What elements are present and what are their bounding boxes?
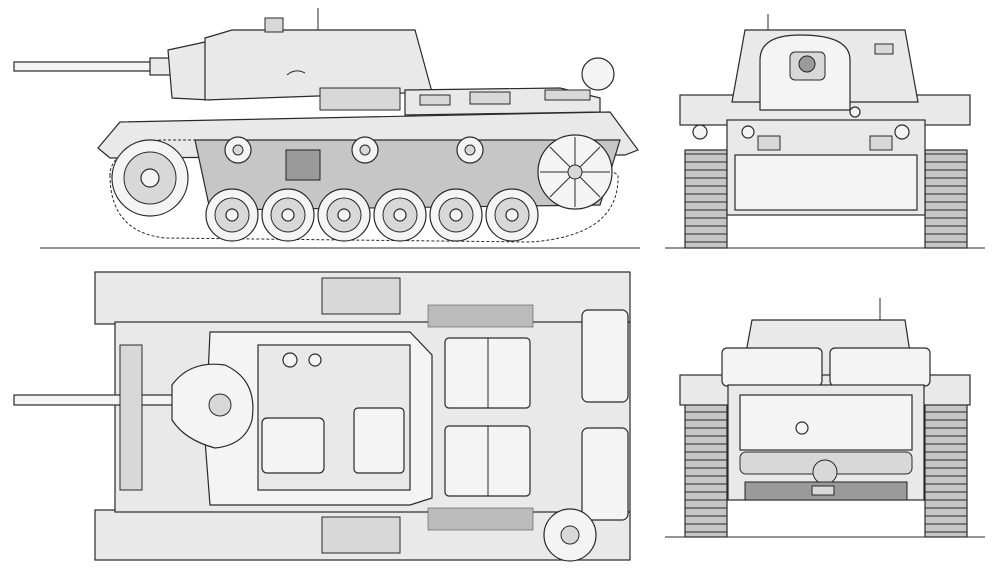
engine-access-plate-rear [739,394,913,451]
tow-hook-left [757,135,781,151]
road-wheel [317,188,371,242]
fuel-drum-right [581,427,629,521]
periscope-top-1 [282,352,298,368]
marker-light-right [849,106,861,118]
headlight-left [692,124,708,140]
tow-hook-right [869,135,893,151]
driver-visor-front [874,43,894,55]
fuel-drum-left [581,309,629,403]
idler-hub [567,164,583,180]
stowage-box-left [321,277,401,315]
blackout-light-left [741,125,755,139]
tool-box-1 [419,94,451,106]
exhaust-side [544,89,591,101]
return-rollers [224,136,484,164]
return-roller [456,136,484,164]
stowage-box-right [321,516,401,554]
glacis-front [734,154,918,211]
fuel-drum-rear-right [829,347,931,387]
return-roller [351,136,379,164]
tool-box-2 [469,91,511,105]
road-wheel [261,188,315,242]
loader-hatch-top [353,407,405,474]
rear-light [811,485,835,496]
headlight-right [894,124,910,140]
towing-eye-rear [812,459,838,485]
road-wheel [429,188,483,242]
rear-view [665,298,985,538]
air-intake-grille-left [427,304,534,328]
road-wheel [205,188,259,242]
road-wheel [485,188,539,242]
road-wheels-side [205,188,539,242]
periscope-side [264,17,284,33]
gun-barrel-top [13,394,185,406]
right-track-front [924,149,968,249]
front-view [665,14,985,249]
gun-muzzle-front [798,55,816,73]
air-intake-grille-right [427,507,534,531]
headlight-fuel-can-side [581,57,615,91]
top-view [13,271,631,562]
fuel-drum-rear-left [721,347,823,387]
side-hatch [319,87,401,111]
commander-hatch-top [261,417,325,474]
road-wheel [373,188,427,242]
track-links-front [685,153,967,243]
periscope-top-2 [308,353,322,367]
hull-handle-side [286,70,306,76]
return-roller [224,136,252,164]
front-plate-top [119,344,143,491]
track-links-rear [685,403,967,533]
left-track-front [684,149,728,249]
spare-wheel-hub-top [560,525,580,545]
sprocket-center [140,168,160,188]
rear-fitting [795,421,809,435]
gun-mantlet-side [167,41,211,101]
escape-hatch-side [285,149,321,181]
mantlet-pivot-top [208,393,232,417]
side-view [13,8,640,249]
superstructure-side [204,29,433,101]
